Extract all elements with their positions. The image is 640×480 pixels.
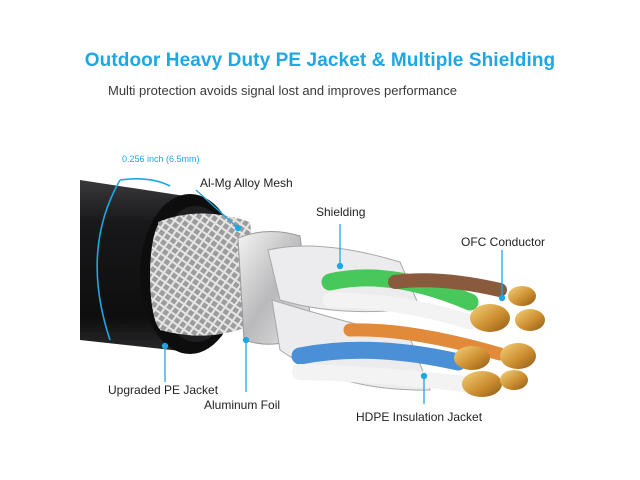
diameter-arc-right [119,178,171,187]
callout-shielding: Shielding [316,205,366,219]
callout-foil: Aluminum Foil [204,398,281,412]
callout-conductor: OFC Conductor [461,235,546,249]
callout-mesh: Al-Mg Alloy Mesh [200,176,293,190]
leader-lines [161,189,506,404]
leader-mesh [195,189,239,229]
blue-wire [291,341,467,371]
callout-insulation: HDPE Insulation Jacket [356,410,483,424]
page-subtitle: Multi protection avoids signal lost and … [108,83,458,98]
ofc-conductors [454,286,545,397]
white-wire-bottom [292,364,473,392]
insulated-wires [291,269,507,392]
white-wire-top [322,292,478,330]
brown-wire [388,273,507,297]
diameter-label: 0.256 inch (6.5mm) [122,154,200,164]
callout-jacket: Upgraded PE Jacket [108,383,219,397]
diameter-arc [96,179,121,341]
alloy-mesh [150,213,262,336]
page-title: Outdoor Heavy Duty PE Jacket & Multiple … [84,50,556,71]
